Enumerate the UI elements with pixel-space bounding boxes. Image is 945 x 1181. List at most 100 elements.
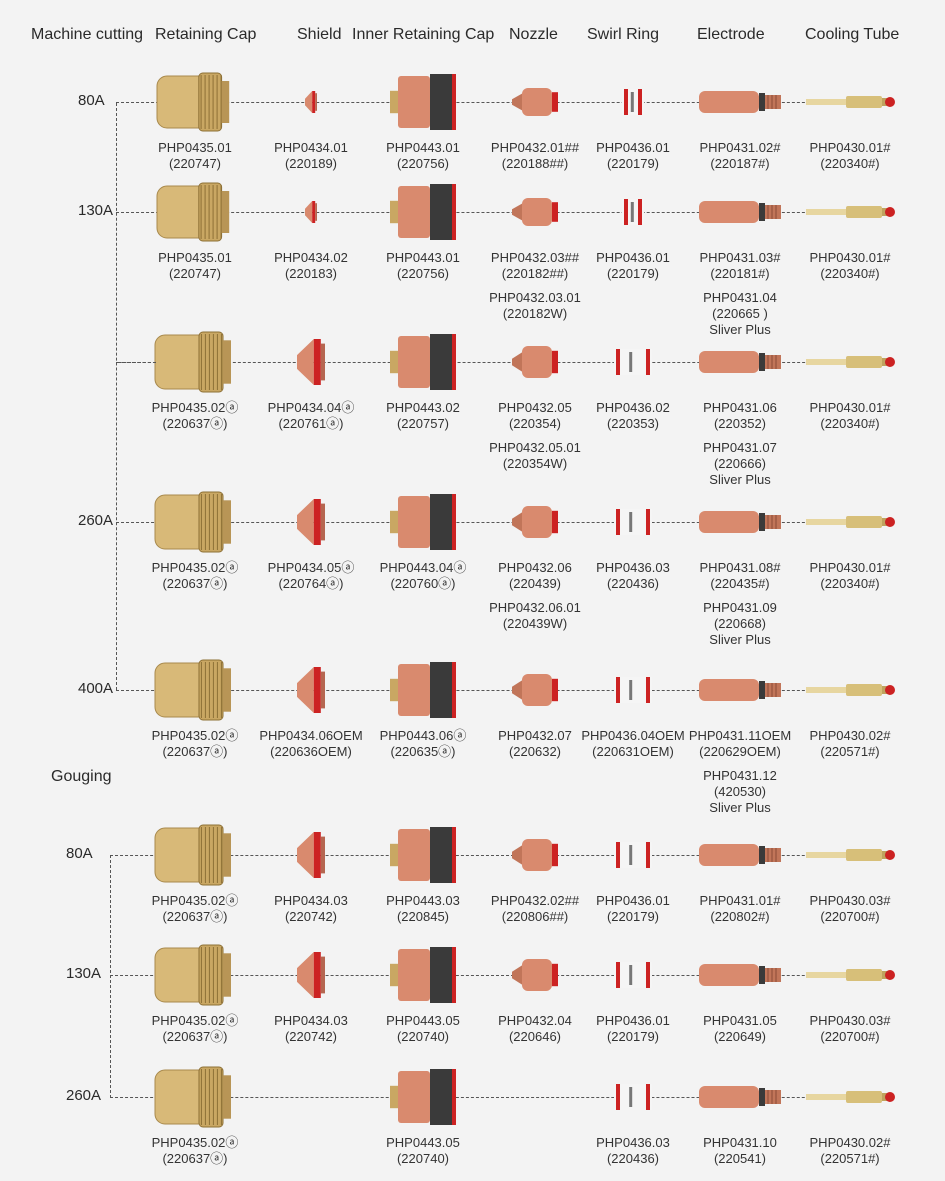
cutting-bracket — [116, 103, 117, 690]
cutting-row-0-electrode-part-number: PHP0431.02# (220187#) — [699, 140, 781, 171]
cutting-row-3-inner-retaining-cap-image — [390, 494, 456, 550]
cutting-row-4-electrode-image — [699, 679, 781, 701]
gouging-row-0-retaining-cap-part-number: PHP0435.02ⓐ (220637ⓐ) — [151, 893, 239, 924]
cutting-row-4-inner-retaining-cap-part-number: PHP0443.06ⓐ (220635ⓐ) — [379, 728, 467, 759]
gouging-row-1-shield-part-number: PHP0434.03 (220742) — [274, 1013, 348, 1044]
cutting-row-0-inner-retaining-cap-part-number: PHP0443.01 (220756) — [386, 140, 460, 171]
gouging-row-2-cooling-tube-image — [806, 1091, 895, 1103]
gouging-row-0-amperage: 80A — [66, 845, 93, 862]
gouging-row-0-shield-part-number: PHP0434.03 (220742) — [274, 893, 348, 924]
gouging-row-1-inner-retaining-cap-part-number: PHP0443.05 (220740) — [386, 1013, 460, 1044]
cutting-row-1-nozzle-part-number: PHP0432.03## (220182##) — [490, 250, 580, 281]
gouging-row-1-retaining-cap-part-number: PHP0435.02ⓐ (220637ⓐ) — [151, 1013, 239, 1044]
cutting-row-3-retaining-cap-part-number: PHP0435.02ⓐ (220637ⓐ) — [151, 560, 239, 591]
gouging-row-2-retaining-cap-part-number: PHP0435.02ⓐ (220637ⓐ) — [151, 1135, 239, 1166]
cutting-row-1-shield-part-number: PHP0434.02 (220183) — [274, 250, 348, 281]
header-retaining-cap: Retaining Cap — [155, 26, 257, 43]
gouging-row-0-electrode-part-number: PHP0431.01# (220802#) — [699, 893, 781, 924]
cutting-row-2-bracket-tick — [116, 362, 156, 363]
cutting-row-1-retaining-cap-part-number: PHP0435.01 (220747) — [158, 250, 232, 281]
cutting-row-1-inner-retaining-cap-image — [390, 184, 456, 240]
gouging-row-2-electrode-image — [699, 1086, 781, 1108]
cutting-row-0-swirl-ring-image — [622, 89, 644, 115]
cutting-row-4-electrode-part-number: PHP0431.11OEM (220629OEM) — [688, 728, 792, 759]
gouging-row-0-shield-image — [297, 832, 325, 878]
cutting-row-3-nozzle-image — [512, 506, 558, 538]
cutting-row-3-shield-image — [297, 499, 325, 545]
cutting-row-1-inner-retaining-cap-part-number: PHP0443.01 (220756) — [386, 250, 460, 281]
cutting-row-3-nozzle-alt-part-number: PHP0432.06.01 (220439W) — [489, 600, 581, 631]
gouging-row-0-retaining-cap-image — [154, 824, 231, 886]
cutting-row-3-electrode-alt-part-number: PHP0431.09 (220668) Sliver Plus — [703, 600, 777, 647]
cutting-row-4-electrode-alt-part-number: PHP0431.12 (420530) Sliver Plus — [703, 768, 777, 815]
cutting-row-2-inner-retaining-cap-image — [390, 334, 456, 390]
gouging-row-0-cooling-tube-part-number: PHP0430.03# (220700#) — [809, 893, 891, 924]
header-shield: Shield — [297, 26, 342, 43]
cutting-row-2-retaining-cap-image — [154, 331, 231, 393]
cutting-row-2-cooling-tube-part-number: PHP0430.01# (220340#) — [809, 400, 891, 431]
header-cooling-tube: Cooling Tube — [805, 26, 900, 43]
cutting-row-4-retaining-cap-part-number: PHP0435.02ⓐ (220637ⓐ) — [151, 728, 239, 759]
gouging-row-2-swirl-ring-part-number: PHP0436.03 (220436) — [596, 1135, 670, 1166]
cutting-row-1-nozzle-image — [512, 198, 558, 226]
cutting-row-4-swirl-ring-image — [614, 677, 652, 703]
cutting-row-4-nozzle-part-number: PHP0432.07 (220632) — [498, 728, 572, 759]
gouging-row-2-electrode-part-number: PHP0431.10 (220541) — [703, 1135, 777, 1166]
gouging-row-0-electrode-image — [699, 844, 781, 866]
gouging-row-1-electrode-image — [699, 964, 781, 986]
cutting-row-3-electrode-image — [699, 511, 781, 533]
cutting-row-0-cooling-tube-part-number: PHP0430.01# (220340#) — [809, 140, 891, 171]
cutting-row-0-shield-part-number: PHP0434.01 (220189) — [274, 140, 348, 171]
gouging-row-1-cooling-tube-part-number: PHP0430.03# (220700#) — [809, 1013, 891, 1044]
cutting-row-0-inner-retaining-cap-image — [390, 74, 456, 130]
cutting-row-3-cooling-tube-image — [806, 516, 895, 528]
gouging-row-1-swirl-ring-image — [614, 962, 652, 988]
cutting-row-2-electrode-alt-part-number: PHP0431.07 (220666) Sliver Plus — [703, 440, 777, 487]
gouging-row-0-inner-retaining-cap-image — [390, 827, 456, 883]
gouging-row-1-swirl-ring-part-number: PHP0436.01 (220179) — [596, 1013, 670, 1044]
cutting-row-3-inner-retaining-cap-part-number: PHP0443.04ⓐ (220760ⓐ) — [379, 560, 467, 591]
cutting-row-0-retaining-cap-part-number: PHP0435.01 (220747) — [158, 140, 232, 171]
cutting-row-1-cooling-tube-image — [806, 206, 895, 218]
cutting-row-2-swirl-ring-image — [614, 349, 652, 375]
gouging-row-1-inner-retaining-cap-image — [390, 947, 456, 1003]
gouging-row-0-inner-retaining-cap-part-number: PHP0443.03 (220845) — [386, 893, 460, 924]
cutting-row-3-electrode-part-number: PHP0431.08# (220435#) — [699, 560, 781, 591]
cutting-row-3-connector-line — [116, 522, 890, 523]
cutting-row-1-nozzle-alt-part-number: PHP0432.03.01 (220182W) — [489, 290, 581, 321]
cutting-row-3-shield-part-number: PHP0434.05ⓐ (220764ⓐ) — [267, 560, 355, 591]
cutting-row-0-amperage: 80A — [78, 92, 105, 109]
gouging-row-1-shield-image — [297, 952, 325, 998]
cutting-row-0-nozzle-image — [512, 88, 558, 116]
gouging-row-2-amperage: 260A — [66, 1087, 102, 1104]
header-swirl-ring: Swirl Ring — [587, 26, 660, 43]
gouging-row-1-electrode-part-number: PHP0431.05 (220649) — [703, 1013, 777, 1044]
header-nozzle: Nozzle — [509, 26, 558, 43]
cutting-row-1-connector-line — [116, 212, 890, 213]
cutting-row-1-electrode-part-number: PHP0431.03# (220181#) — [699, 250, 781, 281]
header-electrode: Electrode — [697, 26, 765, 43]
cutting-row-0-nozzle-part-number: PHP0432.01## (220188##) — [490, 140, 580, 171]
cutting-row-4-cooling-tube-image — [806, 684, 895, 696]
cutting-row-1-swirl-ring-image — [622, 199, 644, 225]
cutting-row-3-cooling-tube-part-number: PHP0430.01# (220340#) — [809, 560, 891, 591]
gouging-row-1-cooling-tube-image — [806, 969, 895, 981]
gouging-bracket — [110, 855, 111, 1098]
cutting-row-0-connector-line — [116, 102, 890, 103]
section-gouging: Gouging — [51, 768, 112, 785]
cutting-row-1-cooling-tube-part-number: PHP0430.01# (220340#) — [809, 250, 891, 281]
cutting-row-1-amperage: 130A — [78, 202, 114, 219]
gouging-row-1-amperage: 130A — [66, 965, 102, 982]
header-inner-retaining-cap: Inner Retaining Cap — [352, 26, 495, 43]
cutting-row-4-cooling-tube-part-number: PHP0430.02# (220571#) — [809, 728, 891, 759]
gouging-row-1-retaining-cap-image — [154, 944, 231, 1006]
cutting-row-0-retaining-cap-image — [156, 72, 230, 132]
gouging-row-2-inner-retaining-cap-image — [390, 1069, 456, 1125]
cutting-row-2-inner-retaining-cap-part-number: PHP0443.02 (220757) — [386, 400, 460, 431]
cutting-row-2-electrode-part-number: PHP0431.06 (220352) — [703, 400, 777, 431]
cutting-row-0-electrode-image — [699, 91, 781, 113]
cutting-row-0-swirl-ring-part-number: PHP0436.01 (220179) — [596, 140, 670, 171]
gouging-row-1-nozzle-image — [512, 959, 558, 991]
cutting-row-4-nozzle-image — [512, 674, 558, 706]
cutting-row-4-inner-retaining-cap-image — [390, 662, 456, 718]
